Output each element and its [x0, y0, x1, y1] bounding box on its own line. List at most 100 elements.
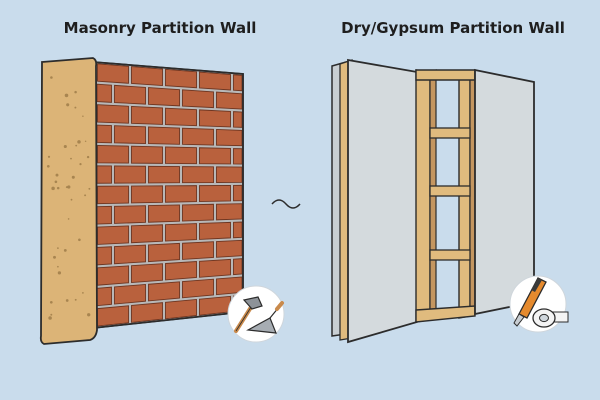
noggin-2: [429, 185, 471, 197]
plaster-edge: [39, 57, 98, 345]
plaster-texture: [46, 76, 91, 320]
plaster-speck: [63, 144, 67, 149]
plaster-speck: [53, 255, 56, 259]
brick: [182, 166, 214, 184]
plaster-speck: [87, 313, 91, 317]
plaster-speck: [67, 218, 70, 220]
brick: [233, 148, 243, 165]
plaster-speck: [82, 292, 84, 294]
plaster-speck: [47, 155, 51, 158]
brick: [182, 278, 214, 299]
brick: [182, 89, 214, 109]
plaster-speck: [57, 247, 59, 249]
plaster-speck: [74, 90, 77, 94]
plaster-speck: [57, 265, 59, 268]
tape-roll-icon: [532, 308, 569, 328]
plaster-speck: [48, 316, 52, 320]
brick: [96, 246, 112, 266]
noggin-1: [429, 127, 471, 139]
gypsum-wall: [331, 58, 535, 344]
brick: [97, 265, 129, 286]
brick: [148, 126, 180, 145]
brick: [114, 205, 146, 224]
brick: [131, 263, 163, 284]
tilde-wave-icon: [271, 199, 301, 209]
brick: [233, 111, 243, 128]
plaster-speck: [65, 186, 68, 189]
plaster-speck: [66, 103, 70, 107]
plaster-speck: [79, 163, 82, 166]
brick: [96, 165, 112, 184]
brick: [114, 244, 146, 265]
trowel-icon: [246, 301, 284, 334]
tool-badge: [227, 285, 285, 343]
plaster-speck: [57, 271, 62, 275]
brick: [216, 203, 243, 221]
brick: [131, 145, 163, 164]
brick: [216, 91, 243, 110]
brick: [114, 84, 146, 105]
masonry-tools: [227, 285, 285, 343]
plaster-speck: [86, 155, 90, 159]
plaster-speck: [88, 187, 91, 190]
brick: [233, 258, 243, 276]
plaster-speck: [54, 180, 58, 184]
brick: [165, 185, 197, 203]
plaster-speck: [74, 106, 77, 109]
plaster-speck: [65, 299, 69, 302]
brick: [148, 87, 180, 107]
brick-courses: [96, 63, 243, 327]
brick: [165, 223, 197, 242]
plaster-speck: [70, 157, 72, 160]
brick: [182, 127, 214, 146]
brick: [148, 165, 180, 184]
brick: [233, 74, 243, 92]
masonry-wall-title: Masonry Partition Wall: [63, 19, 257, 37]
brick: [131, 185, 163, 204]
plaster-speck: [51, 186, 55, 191]
top-track: [415, 69, 476, 81]
plaster-speck: [70, 198, 73, 201]
brick: [199, 258, 231, 278]
brick: [97, 185, 129, 205]
plaster-speck: [67, 185, 71, 189]
brick: [182, 203, 214, 222]
brick: [148, 242, 180, 263]
brick: [97, 144, 129, 164]
brick: [148, 281, 180, 302]
plaster-speck: [82, 115, 84, 117]
brick: [148, 204, 180, 223]
brick: [114, 283, 146, 305]
brick: [216, 128, 243, 147]
brick: [199, 147, 231, 165]
plaster-speck: [46, 164, 50, 168]
stud-frame: [415, 69, 476, 323]
brick: [165, 146, 197, 165]
stud-left-front: [415, 69, 431, 323]
brick: [199, 184, 231, 203]
brick: [114, 125, 146, 144]
brick: [131, 105, 163, 125]
plaster-speck: [55, 173, 59, 177]
brick: [165, 68, 197, 89]
brick: [165, 107, 197, 127]
brick: [199, 295, 231, 316]
brick: [114, 165, 146, 184]
plaster-speck: [78, 238, 81, 242]
plaster-speck: [84, 140, 87, 143]
brick: [96, 83, 112, 103]
front-gypsum-board: [347, 58, 418, 344]
brick: [97, 305, 129, 327]
plaster-speck: [74, 298, 77, 301]
drywall-tools: [509, 275, 569, 333]
plaster-speck: [50, 313, 53, 316]
bottom-track: [415, 305, 476, 323]
brick: [182, 241, 214, 260]
brick: [96, 124, 112, 144]
plaster-speck: [50, 76, 53, 79]
brick: [165, 261, 197, 281]
noggin-3: [429, 249, 471, 261]
plaster-speck: [63, 248, 67, 252]
